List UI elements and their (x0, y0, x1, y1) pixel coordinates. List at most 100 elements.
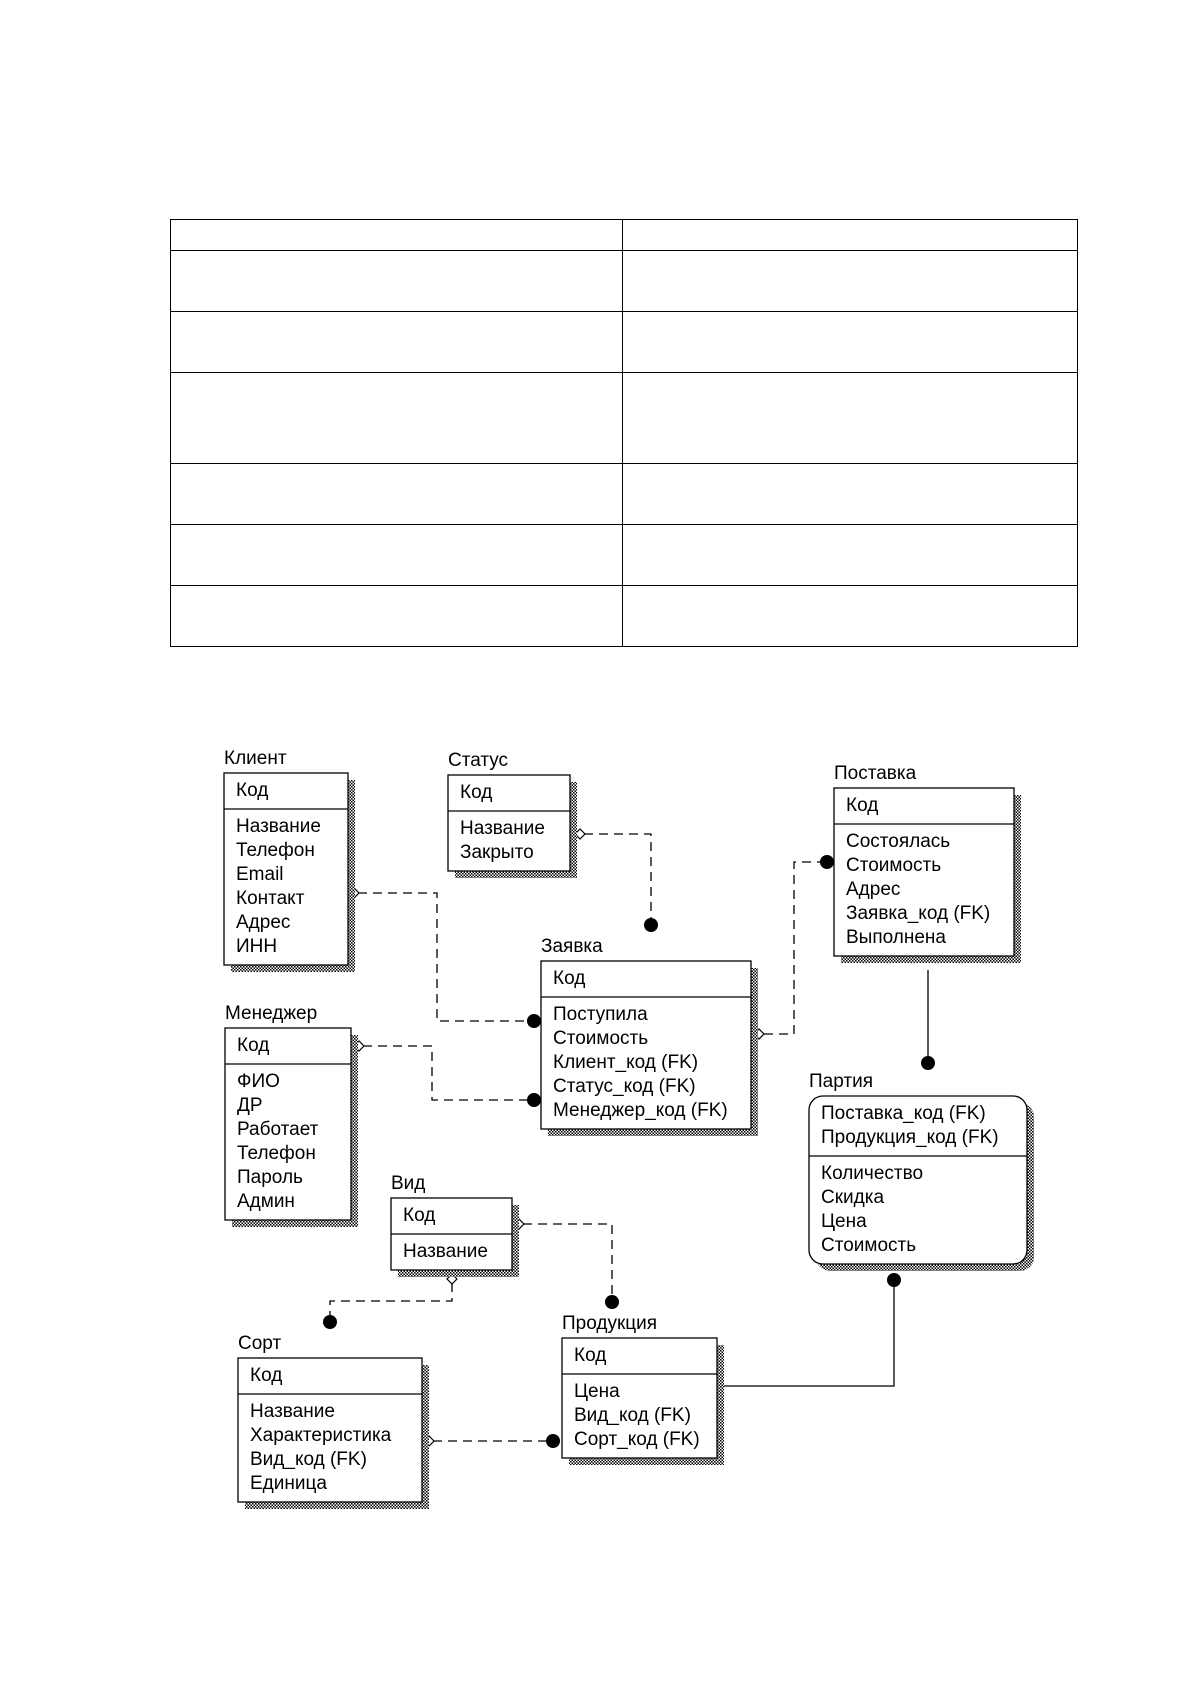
entity-attribute: Клиент_код (FK) (553, 1052, 698, 1073)
entity-attribute: Единица (250, 1473, 327, 1494)
entity-box (808, 1095, 1028, 1265)
rel-order-delivery (764, 861, 827, 1035)
entity-attribute: Цена (821, 1211, 867, 1232)
rel-diamond (574, 828, 586, 840)
entity-pk: Код (237, 1035, 269, 1056)
table-row (170, 524, 1078, 586)
table-row (170, 585, 1078, 647)
table-cell (170, 585, 623, 647)
entity-attribute: Закрыто (460, 842, 534, 863)
entity-title: Заявка (541, 936, 603, 957)
entity-attribute: Статус_код (FK) (553, 1076, 696, 1097)
entity-attribute: Телефон (236, 840, 315, 861)
table-cell (622, 463, 1078, 525)
entity-attribute: Email (236, 864, 284, 885)
entity-attribute: Заявка_код (FK) (846, 903, 990, 924)
entity-box (237, 1357, 423, 1503)
empty-table (170, 219, 1078, 647)
entity-pk: Код (250, 1365, 282, 1386)
rel-product-batch (719, 1280, 895, 1387)
entity-attribute: Контакт (236, 888, 305, 909)
entity-attribute: Поступила (553, 1004, 648, 1025)
table-row (170, 372, 1078, 464)
entity-attribute: Скидка (821, 1187, 884, 1208)
entity-delivery: ПоставкаКодСостояласьСтоимостьАдресЗаявк… (833, 763, 1021, 963)
table-cell (622, 585, 1078, 647)
entity-attribute: Сорт_код (FK) (574, 1429, 700, 1450)
table-cell (170, 463, 623, 525)
entity-attribute: Цена (574, 1381, 620, 1402)
entity-attribute: ФИО (237, 1071, 280, 1092)
entity-attribute: Пароль (237, 1167, 303, 1188)
entity-attribute: Адрес (236, 912, 290, 933)
entity-attribute: Вид_код (FK) (574, 1405, 691, 1426)
entity-pk: Поставка_код (FK) (821, 1103, 986, 1124)
rel-end-dot (887, 1273, 901, 1287)
entity-title: Вид (391, 1173, 425, 1194)
rel-end-dot (644, 918, 658, 932)
entity-attribute: Стоимость (553, 1028, 648, 1049)
rel-manager-order (363, 1045, 534, 1101)
entity-box (561, 1337, 718, 1459)
entity-pk: Код (846, 795, 878, 816)
table-cell (170, 524, 623, 586)
entity-pk: Код (574, 1345, 606, 1366)
table-cell (622, 311, 1078, 373)
entity-attribute: ДР (237, 1095, 263, 1116)
entity-attribute: Характеристика (250, 1425, 392, 1446)
table-cell (622, 372, 1078, 464)
entity-attribute: Менеджер_код (FK) (553, 1100, 728, 1121)
entity-attribute: Работает (237, 1119, 319, 1140)
entity-title: Поставка (834, 763, 917, 784)
entity-pk: Код (460, 782, 492, 803)
rel-end-dot (605, 1295, 619, 1309)
entity-title: Сорт (238, 1333, 281, 1354)
rel-end-dot (820, 855, 834, 869)
rel-kind-product (523, 1223, 613, 1302)
entity-client: КлиентКодНазваниеТелефонEmailКонтактАдре… (223, 748, 355, 972)
entity-box (224, 1027, 352, 1221)
entity-attribute: Вид_код (FK) (250, 1449, 367, 1470)
entity-pk: Код (553, 968, 585, 989)
rel-end-dot (546, 1434, 560, 1448)
entity-attribute: Название (250, 1401, 335, 1422)
rel-end-dot (323, 1315, 337, 1329)
entity-attribute: Название (403, 1241, 488, 1262)
entity-attribute: Состоялась (846, 831, 950, 852)
entity-title: Продукция (562, 1313, 657, 1334)
entity-title: Статус (448, 750, 508, 771)
table-cell (170, 372, 623, 464)
entity-attribute: Стоимость (821, 1235, 916, 1256)
entity-box (223, 772, 349, 966)
entity-attribute: Название (460, 818, 545, 839)
table-cell (170, 250, 623, 312)
table-cell (622, 524, 1078, 586)
entity-attribute: Админ (237, 1191, 295, 1212)
entity-title: Партия (809, 1071, 873, 1092)
entity-attribute: Название (236, 816, 321, 837)
rel-kind-sort (329, 1283, 453, 1322)
rel-end-dot (921, 1056, 935, 1070)
entity-attribute: Телефон (237, 1143, 316, 1164)
rel-end-dot (527, 1093, 541, 1107)
rel-end-dot (527, 1014, 541, 1028)
entity-attribute: Выполнена (846, 927, 946, 948)
entity-attribute: Стоимость (846, 855, 941, 876)
entity-pk: Продукция_код (FK) (821, 1127, 999, 1148)
entity-attribute: ИНН (236, 936, 277, 957)
rel-status-order (584, 833, 652, 925)
rel-client-order (358, 892, 534, 1022)
entity-pk: Код (236, 780, 268, 801)
entity-pk: Код (403, 1205, 435, 1226)
entity-attribute: Адрес (846, 879, 900, 900)
entity-title: Менеджер (225, 1003, 317, 1024)
entity-box (833, 787, 1015, 957)
